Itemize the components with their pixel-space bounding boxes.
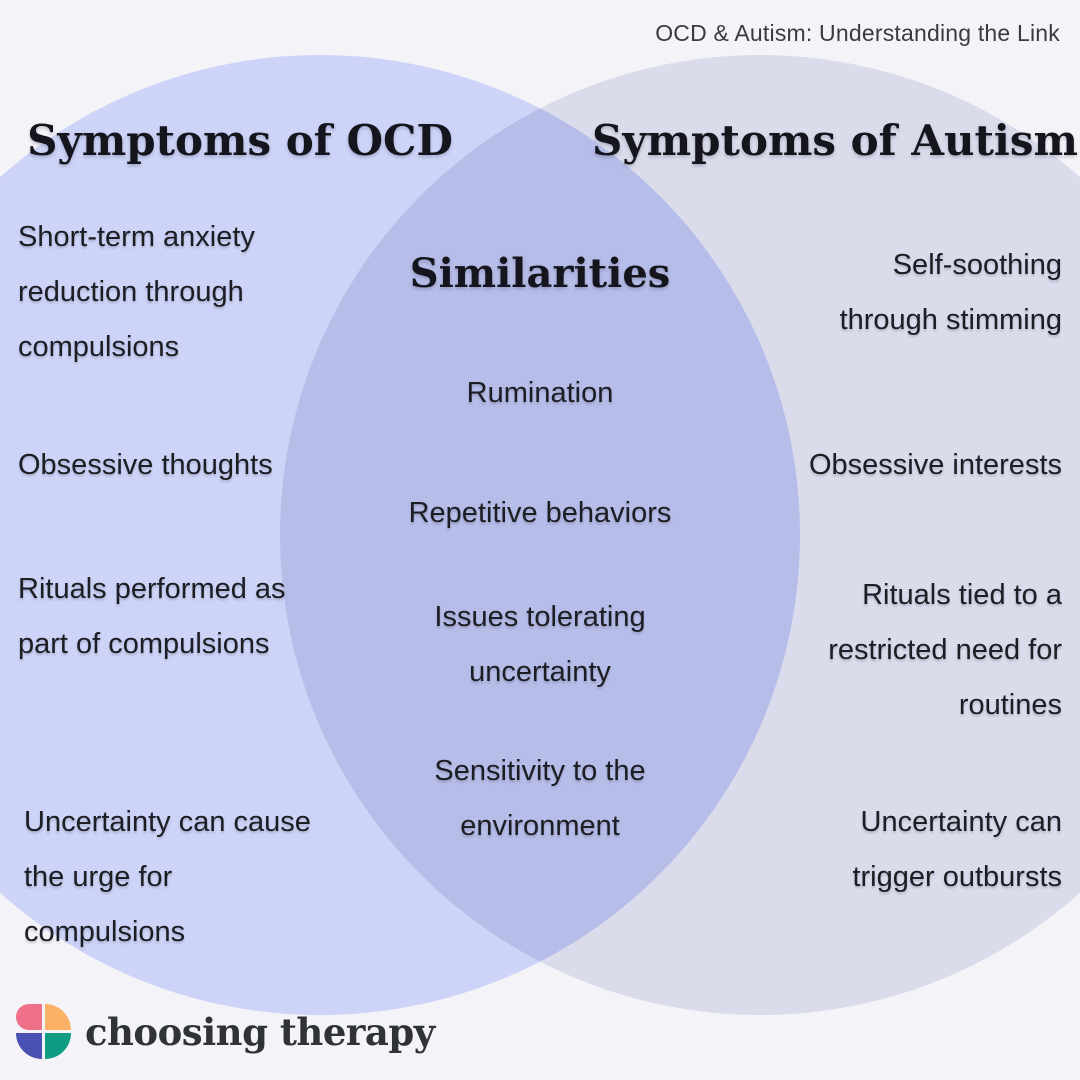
logo-petal-teal bbox=[45, 1033, 71, 1059]
autism-item: Uncertainty can trigger outbursts bbox=[852, 806, 1062, 894]
header-title: OCD & Autism: Understanding the Link bbox=[655, 20, 1060, 46]
overlap-title: Similarities bbox=[409, 250, 671, 297]
ocd-item: Short-term anxiety reduction through com… bbox=[18, 221, 255, 364]
logo-petal-purple bbox=[16, 1033, 42, 1059]
similarity-item: Sensitivity to the environment bbox=[434, 755, 646, 843]
autism-item: Self-soothing through stimming bbox=[839, 249, 1062, 337]
brand-name: choosing therapy bbox=[85, 1009, 435, 1054]
similarity-item: Repetitive behaviors bbox=[408, 497, 672, 529]
right-circle-title: Symptoms of Autism bbox=[592, 116, 1078, 165]
venn-overlap-lens bbox=[280, 55, 800, 1015]
ocd-item: Obsessive thoughts bbox=[18, 449, 273, 481]
autism-item: Rituals tied to a restricted need for ro… bbox=[828, 579, 1062, 722]
similarity-item: Issues tolerating uncertainty bbox=[434, 601, 646, 689]
similarity-item: Rumination bbox=[466, 377, 614, 409]
left-circle-title: Symptoms of OCD bbox=[27, 116, 453, 165]
logo-petal-orange bbox=[45, 1004, 71, 1030]
autism-item: Obsessive interests bbox=[808, 449, 1062, 481]
choosing-therapy-logo: choosing therapy bbox=[16, 1004, 435, 1059]
brand-icon bbox=[16, 1004, 71, 1059]
ocd-item: Uncertainty can cause the urge for compu… bbox=[24, 806, 311, 949]
ocd-item: Rituals performed as part of compulsions bbox=[18, 573, 286, 661]
logo-petal-pink bbox=[16, 1004, 42, 1030]
